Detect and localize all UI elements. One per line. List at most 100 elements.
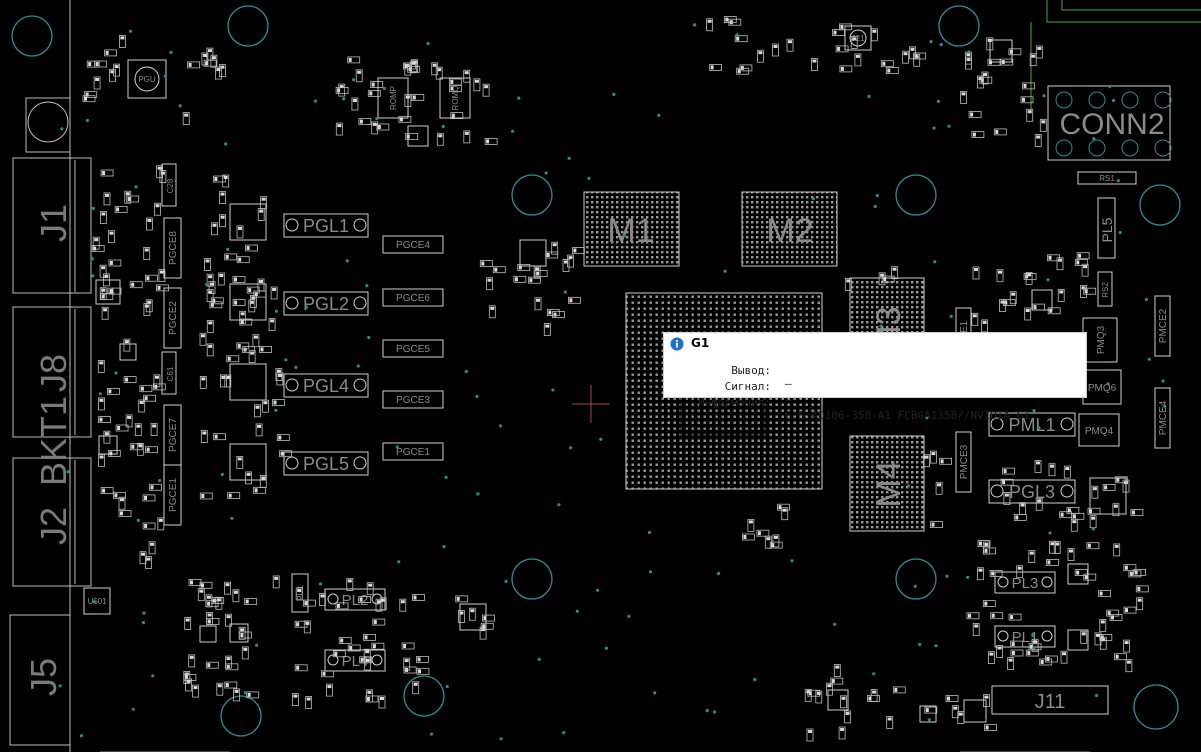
- vias: [58, 23, 1167, 741]
- passive-pad: [826, 682, 833, 696]
- pad-contact: [966, 58, 971, 62]
- passive-pad: [138, 399, 146, 413]
- pad-contact: [144, 495, 147, 500]
- via: [925, 416, 929, 420]
- pad-contact: [248, 288, 252, 293]
- pad-contact: [892, 267, 897, 271]
- pad-contact: [1047, 560, 1051, 565]
- passive-pad: [839, 23, 852, 31]
- pad-contact: [352, 99, 357, 102]
- memory-m1[interactable]: M1: [583, 191, 680, 267]
- passive-pad: [833, 664, 841, 677]
- pad-contact: [1072, 520, 1077, 524]
- passive-pad: [986, 37, 994, 51]
- passive-pad: [1070, 518, 1078, 532]
- passive-pad: [1063, 465, 1071, 479]
- via: [939, 43, 943, 47]
- pad-contact: [773, 45, 778, 48]
- pad-contact: [404, 64, 408, 68]
- via: [872, 672, 876, 676]
- passive-pad: [142, 494, 156, 502]
- passive-pad: [376, 123, 390, 131]
- passive-pad: [545, 251, 559, 259]
- pad-contact: [334, 651, 338, 656]
- svg-text:PGCE8: PGCE8: [168, 231, 179, 265]
- pad-contact: [405, 95, 410, 99]
- pad-contact: [359, 597, 363, 602]
- polymer-caps: PGCE4 PGCE6 PGCE5 PGCE3 PGCE1 PGCE8 PGCE…: [163, 217, 1171, 526]
- passive-pad: [747, 519, 755, 532]
- pad-contact: [226, 664, 230, 669]
- passive-pad: [351, 97, 359, 111]
- pad-contact: [220, 65, 225, 69]
- passive-pad: [1053, 541, 1061, 554]
- passive-pad: [1123, 606, 1137, 614]
- pad-contact: [247, 692, 251, 697]
- passive-pad: [1114, 653, 1127, 661]
- pad-contact: [260, 347, 264, 352]
- passive-pad: [255, 423, 263, 437]
- pad-contact: [816, 692, 821, 695]
- passive-pad: [276, 372, 284, 386]
- pad-contact: [782, 508, 787, 512]
- via: [224, 142, 228, 146]
- via: [475, 394, 479, 398]
- passive-pad: [185, 678, 193, 692]
- pad-contact: [808, 691, 812, 696]
- passive-pad: [786, 38, 794, 52]
- passive-pad: [118, 509, 132, 517]
- tooltip-title: G1: [691, 336, 710, 350]
- pad-contact: [490, 306, 495, 310]
- svg-text:RS2: RS2: [1101, 282, 1110, 298]
- svg-text:PL1: PL1: [1012, 629, 1039, 646]
- pad-contact: [1009, 49, 1013, 54]
- small-ics: PGU ROMP ROMQ J21 RS1 RS2 PMQ3 PMQ6 PMQ4…: [83, 25, 1137, 723]
- passive-pad: [1008, 48, 1022, 56]
- via: [91, 206, 95, 210]
- passive-pad: [213, 433, 227, 441]
- memory-m2[interactable]: M2: [741, 191, 838, 267]
- passive-pad: [199, 492, 213, 500]
- passive-pad: [734, 35, 748, 43]
- pad-contact: [367, 690, 372, 694]
- pad-contact: [737, 69, 741, 74]
- passive-pad: [835, 45, 849, 53]
- via: [833, 622, 837, 626]
- svg-text:PGU: PGU: [138, 75, 156, 84]
- passive-pad: [1081, 263, 1089, 277]
- pad-contact: [1096, 633, 1100, 637]
- via: [90, 257, 94, 261]
- via: [599, 437, 603, 441]
- passive-pad: [100, 211, 107, 224]
- memory-m4[interactable]: M4: [849, 435, 925, 532]
- passive-pad: [224, 253, 238, 261]
- via: [1106, 382, 1110, 386]
- passive-pad: [1022, 82, 1035, 90]
- passive-pad: [1048, 463, 1056, 477]
- passive-pad: [346, 578, 354, 591]
- pad-contact: [997, 646, 1002, 650]
- pad-contact: [894, 687, 898, 692]
- passive-pad: [370, 81, 384, 88]
- svg-text:J11: J11: [1035, 691, 1066, 713]
- passive-pad: [248, 299, 256, 313]
- passive-pad: [482, 83, 490, 97]
- pad-contact: [406, 134, 410, 139]
- pad-contact: [546, 253, 550, 257]
- pad-contact: [365, 659, 370, 662]
- passive-pad: [150, 423, 158, 436]
- passive-pad: [201, 52, 209, 66]
- passive-pad: [881, 275, 895, 283]
- pad-contact: [246, 472, 251, 476]
- passive-pad: [203, 59, 217, 67]
- pad-contact: [1055, 542, 1060, 546]
- pad-contact: [846, 279, 851, 283]
- passive-pad: [101, 306, 109, 320]
- pad-contact: [474, 79, 479, 83]
- via: [134, 185, 138, 189]
- passive-pad: [892, 686, 906, 694]
- pad-contact: [207, 663, 211, 668]
- pad-contact: [979, 541, 982, 546]
- via: [1163, 404, 1167, 408]
- passive-pad: [412, 594, 425, 601]
